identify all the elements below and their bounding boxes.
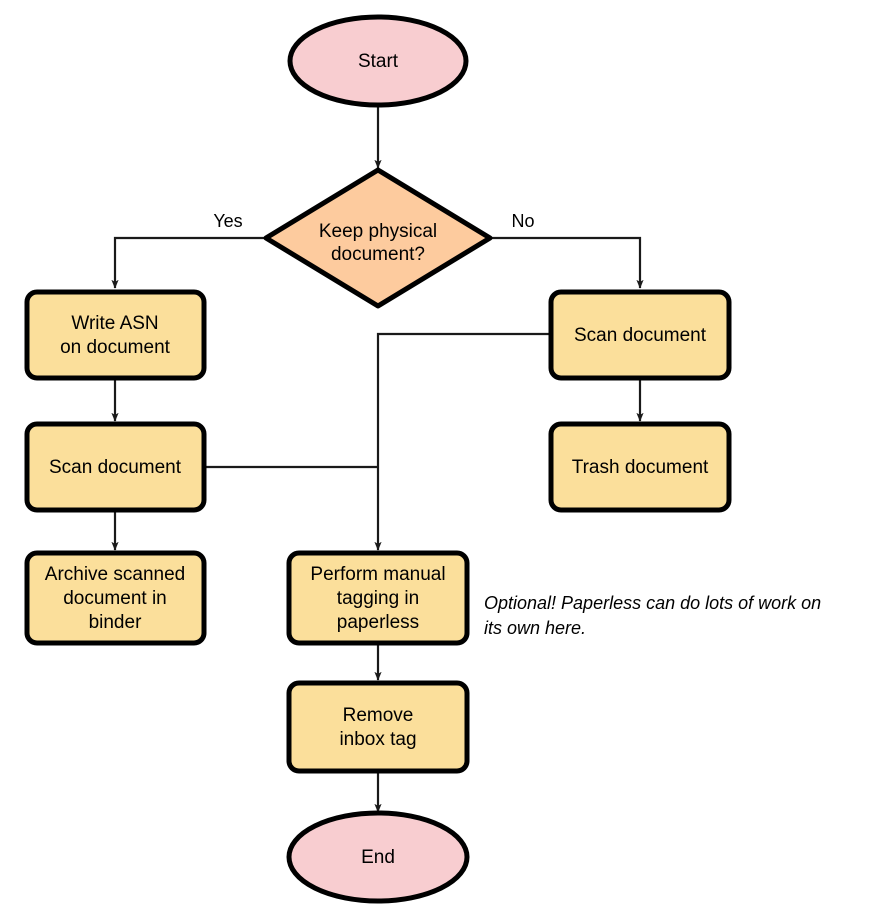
start-ellipse (287, 14, 469, 108)
edge-decision-yes-to-write-asn (111, 236, 266, 289)
scan-document-right-label: Scan document (574, 325, 707, 346)
node-perform-manual-tagging[interactable]: Perform manual tagging in paperless (286, 550, 470, 646)
tagging-box (286, 550, 470, 646)
optional-note-line2: its own here. (484, 618, 586, 638)
remove-inbox-label-line2: inbox tag (339, 729, 416, 750)
optional-note-line1: Optional! Paperless can do lots of work … (484, 593, 821, 613)
scan-document-right-box (548, 289, 732, 381)
archive-box (24, 550, 207, 646)
remove-inbox-label-line1: Remove (343, 705, 414, 726)
node-trash-document[interactable]: Trash document (548, 421, 732, 513)
annotation-optional-note: Optional! Paperless can do lots of work … (484, 593, 821, 638)
trash-document-box (548, 421, 732, 513)
node-end[interactable]: End (286, 810, 470, 904)
archive-label-line1: Archive scanned (45, 564, 185, 585)
node-archive-scanned-document[interactable]: Archive scanned document in binder (24, 550, 207, 646)
scan-document-left-box (24, 421, 207, 513)
archive-label-line2: document in (63, 588, 167, 609)
edge-decision-no-to-scan-right (490, 236, 644, 289)
tagging-label-line2: tagging in (337, 588, 419, 609)
end-label: End (361, 847, 395, 868)
node-scan-document-left[interactable]: Scan document (24, 421, 207, 513)
end-ellipse (286, 810, 470, 904)
node-scan-document-right[interactable]: Scan document (548, 289, 732, 381)
decision-label-line2: document? (331, 244, 425, 265)
write-asn-box (24, 289, 207, 381)
scan-document-left-label: Scan document (49, 457, 182, 478)
edge-scan-right-to-tagging (374, 332, 551, 551)
node-remove-inbox-tag[interactable]: Remove inbox tag (286, 680, 470, 774)
node-write-asn-on-document[interactable]: Write ASN on document (24, 289, 207, 381)
tagging-label-line3: paperless (337, 612, 419, 633)
write-asn-label-line2: on document (60, 337, 171, 358)
remove-inbox-box (286, 680, 470, 774)
node-start[interactable]: Start (287, 14, 469, 108)
decision-diamond (263, 167, 493, 309)
archive-label-line3: binder (89, 612, 142, 633)
node-decision-keep-physical-document[interactable]: Keep physical document? (263, 167, 493, 309)
decision-label-line1: Keep physical (319, 221, 437, 242)
edge-label-yes: Yes (213, 211, 242, 231)
tagging-label-line1: Perform manual (310, 564, 445, 585)
write-asn-label-line1: Write ASN (71, 313, 158, 334)
trash-document-label: Trash document (572, 457, 709, 478)
edge-label-no: No (511, 211, 534, 231)
start-label: Start (358, 51, 399, 72)
